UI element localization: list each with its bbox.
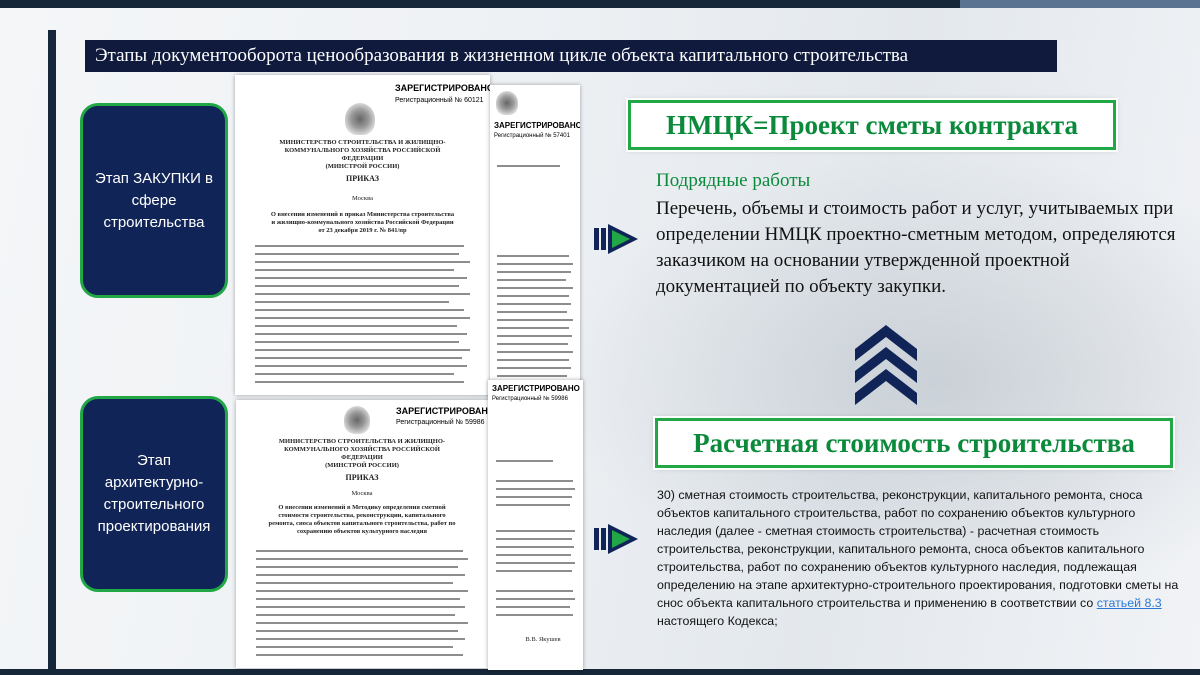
doc-registered: ЗАРЕГИСТРИРОВАНО xyxy=(396,406,488,416)
doc-order: ПРИКАЗ xyxy=(346,174,379,183)
doc-reg-number: Регистрационный № 57401 xyxy=(494,133,570,139)
emblem-icon xyxy=(345,103,375,135)
slide-title: Этапы документооборота ценообразования в… xyxy=(85,40,1057,72)
doc-signature: В.В. Якушев xyxy=(525,636,561,643)
doc-city: Москва xyxy=(351,490,373,497)
doc-subject: О внесении изменений в приказ Министерст… xyxy=(270,211,455,234)
emblem-icon xyxy=(496,91,518,115)
arrow-right-icon xyxy=(594,524,638,554)
doc-subject: О внесении изменений в Методику определе… xyxy=(268,504,456,535)
stage-card-procurement: Этап ЗАКУПКИ в сфере строительства xyxy=(80,103,228,298)
law-article-link[interactable]: статьей 8.3 xyxy=(1096,596,1162,610)
stage-label: Этап архитектурно-строительного проектир… xyxy=(97,452,211,535)
doc-short-name: (МИНСТРОЙ РОССИИ) xyxy=(325,462,399,469)
estimated-cost-box: Расчетная стоимость строительства xyxy=(655,418,1173,468)
stage-label: Этап ЗАКУПКИ в сфере строительства xyxy=(94,169,214,231)
stage-card-design: Этап архитектурно-строительного проектир… xyxy=(80,396,228,592)
doc-ministry: МИНИСТЕРСТВО СТРОИТЕЛЬСТВА И ЖИЛИЩНО-КОМ… xyxy=(279,139,446,162)
arrow-right-icon xyxy=(594,224,638,254)
doc-registered: ЗАРЕГИСТРИРОВАНО xyxy=(395,83,490,93)
document-order-3: ЗАРЕГИСТРИРОВАНО Регистрационный № 59986… xyxy=(236,400,488,668)
chevron-up-icon xyxy=(855,325,917,405)
doc-registered: ЗАРЕГИСТРИРОВАНО xyxy=(492,384,580,393)
doc-reg-number: Регистрационный № 59986 xyxy=(396,419,485,426)
bottom-bar xyxy=(0,669,1200,675)
top-bar xyxy=(0,0,1200,8)
document-order-4: ЗАРЕГИСТРИРОВАНО Регистрационный № 59986… xyxy=(488,380,583,670)
doc-reg-number: Регистрационный № 60121 xyxy=(395,97,484,104)
law-text-end: настоящего Кодекса; xyxy=(657,614,778,628)
document-order-1: ЗАРЕГИСТРИРОВАНО Регистрационный № 60121… xyxy=(235,75,490,395)
doc-order: ПРИКАЗ xyxy=(345,473,379,482)
contract-work-label: Подрядные работы xyxy=(656,170,811,191)
doc-reg-number: Регистрационный № 59986 xyxy=(492,396,568,402)
left-stripe xyxy=(48,30,56,675)
doc-city: Москва xyxy=(352,195,373,202)
contract-work-text: Перечень, объемы и стоимость работ и усл… xyxy=(656,198,1176,297)
document-order-2: ЗАРЕГИСТРИРОВАНО Регистрационный № 57401 xyxy=(490,85,580,403)
doc-ministry: МИНИСТЕРСТВО СТРОИТЕЛЬСТВА И ЖИЛИЩНО-КОМ… xyxy=(278,438,446,461)
doc-short-name: (МИНСТРОЙ РОССИИ) xyxy=(325,163,400,170)
top-bar-accent xyxy=(960,0,1200,8)
doc-registered: ЗАРЕГИСТРИРОВАНО xyxy=(494,121,580,130)
law-text: 30) сметная стоимость строительства, рек… xyxy=(657,486,1187,630)
law-text-body: 30) сметная стоимость строительства, рек… xyxy=(657,488,1179,610)
emblem-icon xyxy=(344,406,370,434)
nmck-box: НМЦК=Проект сметы контракта xyxy=(628,100,1116,150)
